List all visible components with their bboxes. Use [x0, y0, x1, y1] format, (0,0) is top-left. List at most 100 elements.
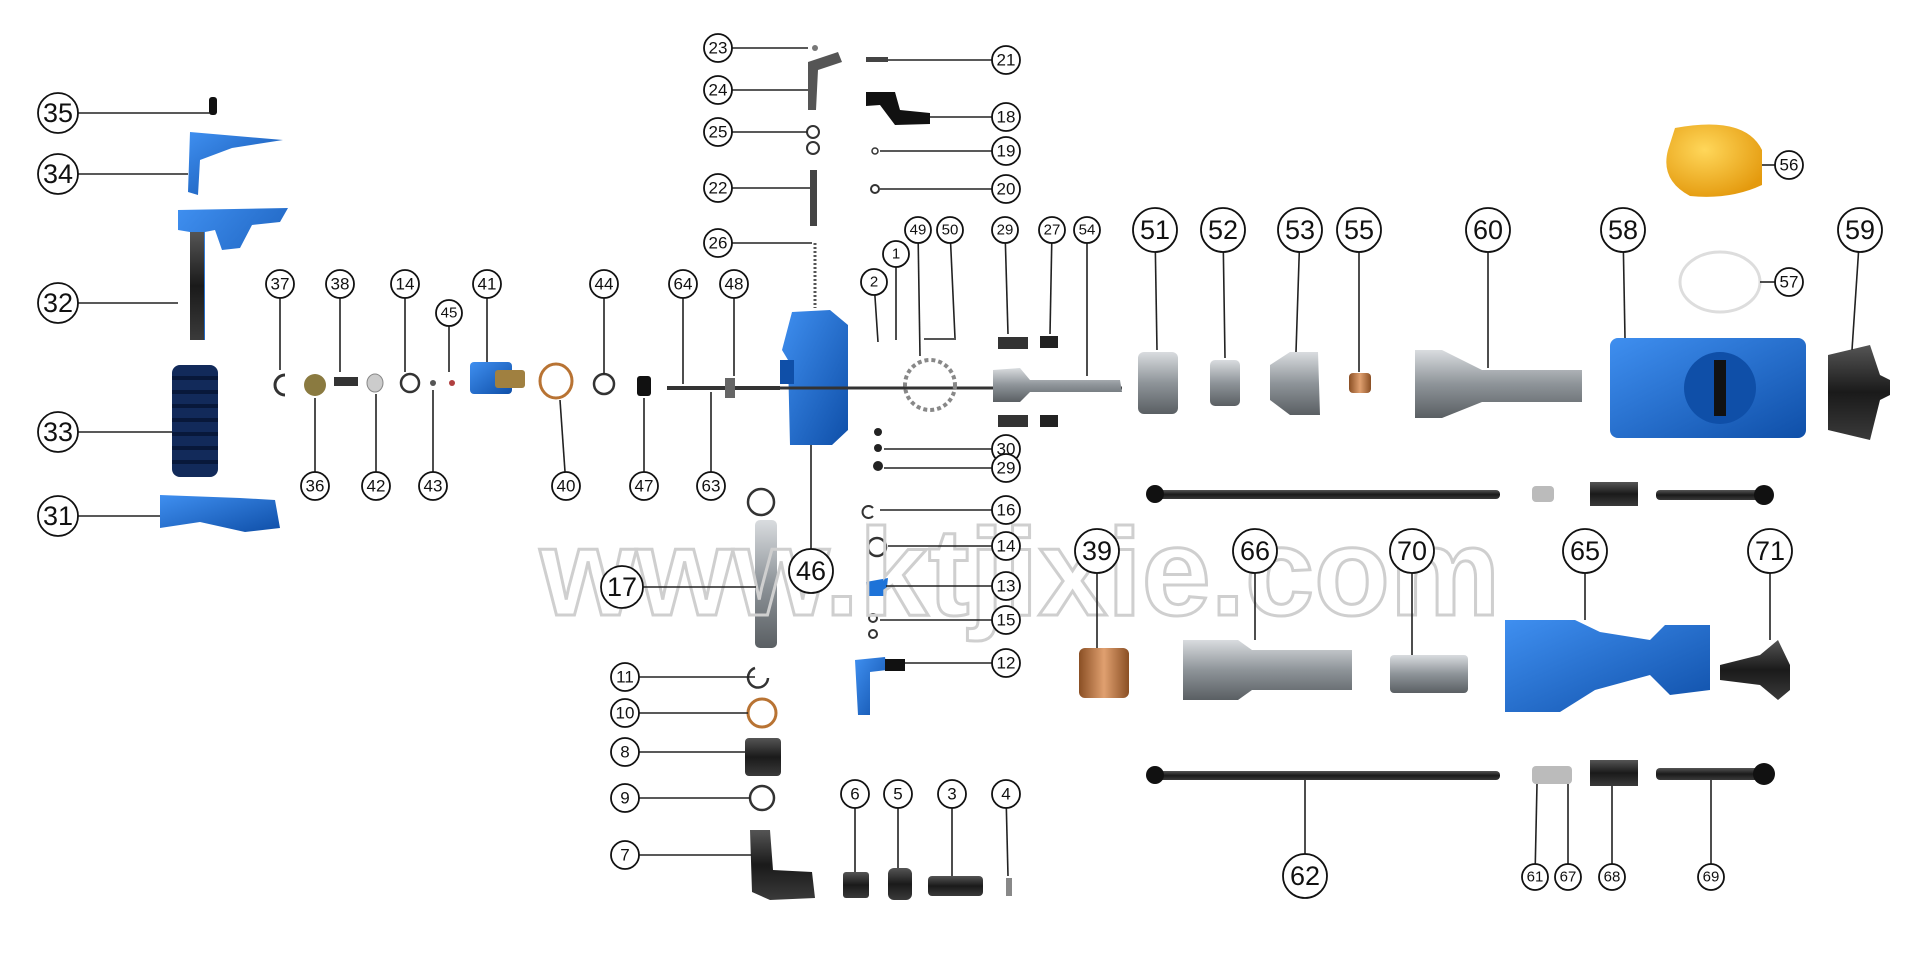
callout-number: 53 [1285, 215, 1315, 245]
callout-number: 60 [1473, 215, 1503, 245]
callout-3: 3 [937, 779, 967, 876]
callout-circle [991, 45, 1021, 75]
callout-14a: 14 [390, 269, 420, 372]
callout-number: 19 [997, 142, 1016, 161]
callout-44: 44 [589, 269, 619, 374]
callout-circle [390, 269, 420, 299]
part-21-pin [866, 57, 888, 62]
callout-circle [696, 471, 726, 501]
leader-line [1851, 251, 1860, 351]
callout-34: 34 [37, 153, 188, 195]
callout-circle [991, 102, 1021, 132]
callout-number: 47 [635, 477, 654, 496]
callout-6: 6 [840, 779, 870, 872]
part-47-nut [637, 376, 651, 396]
callout-15: 15 [880, 605, 1021, 635]
callout-circle [991, 136, 1021, 166]
callout-circle [1774, 267, 1804, 297]
callout-43: 43 [418, 390, 448, 501]
callout-circle [1074, 528, 1120, 574]
callout-number: 70 [1397, 536, 1427, 566]
callout-circle [840, 779, 870, 809]
part-52-bushing [1210, 360, 1240, 406]
callout-62: 62 [1282, 780, 1328, 899]
part-71-chuck-nut [1720, 640, 1790, 700]
part-49-bearing [903, 358, 957, 412]
part-33-bellows [172, 365, 218, 477]
callout-27: 27 [1038, 216, 1066, 335]
leader-line [1534, 783, 1538, 865]
leader-line [1222, 251, 1226, 359]
callout-41: 41 [472, 269, 502, 362]
callout-circle [472, 269, 502, 299]
part-25-ring-b [806, 141, 820, 155]
callout-number: 16 [997, 501, 1016, 520]
callout-12: 12 [905, 648, 1021, 678]
callout-1: 1 [882, 240, 910, 340]
callout-circle [37, 411, 79, 453]
callout-number: 68 [1604, 869, 1621, 886]
callout-number: 66 [1240, 536, 1270, 566]
callout-circle [860, 268, 888, 296]
callout-number: 14 [997, 537, 1016, 556]
callout-circle [991, 453, 1021, 483]
callout-circle [1389, 528, 1435, 574]
callout-number: 71 [1755, 536, 1785, 566]
callout-23: 23 [703, 33, 808, 63]
part-43-ball [430, 380, 436, 386]
callout-circle [1465, 207, 1511, 253]
callout-60: 60 [1465, 207, 1511, 368]
callout-circle [668, 269, 698, 299]
callout-22: 22 [703, 173, 810, 203]
callout-number: 55 [1344, 215, 1374, 245]
callout-48: 48 [719, 269, 749, 376]
callout-number: 57 [1780, 273, 1799, 292]
callout-10: 10 [610, 698, 748, 728]
callout-18: 18 [930, 102, 1021, 132]
callout-circle [589, 269, 619, 299]
callout-circle [719, 269, 749, 299]
callout-circle [991, 495, 1021, 525]
part-42-valve [366, 373, 384, 393]
callout-63: 63 [696, 392, 726, 501]
callout-circle [703, 173, 733, 203]
callout-57: 57 [1760, 267, 1804, 297]
part-34-lever [188, 132, 283, 195]
part-22-pin [810, 170, 817, 226]
part-60-piston [1415, 350, 1582, 418]
callout-circle [37, 282, 79, 324]
part-18-lever [866, 92, 930, 125]
part-25-ring-a [806, 125, 820, 139]
part-31-arm [160, 495, 280, 532]
callout-circle [937, 779, 967, 809]
part-59-backhead [1828, 345, 1890, 440]
callout-number: 49 [910, 222, 927, 239]
part-3-fitting [928, 876, 983, 896]
callout-29b: 29 [884, 453, 1021, 483]
callout-circle [610, 783, 640, 813]
callout-circle [265, 269, 295, 299]
callout-number: 4 [1001, 785, 1010, 804]
callout-number: 24 [709, 81, 728, 100]
callout-circle [1200, 207, 1246, 253]
callout-number: 46 [796, 556, 826, 586]
callout-number: 42 [367, 477, 386, 496]
callout-number: 40 [557, 477, 576, 496]
callout-number: 31 [43, 501, 73, 531]
callout-circle [37, 495, 79, 537]
callout-number: 6 [850, 785, 859, 804]
callout-number: 15 [997, 611, 1016, 630]
callout-circle [37, 153, 79, 195]
callout-36: 36 [300, 398, 330, 501]
part-70-sleeve [1390, 655, 1468, 693]
callout-4: 4 [991, 779, 1021, 877]
callout-65: 65 [1562, 528, 1608, 620]
callout-number: 32 [43, 288, 73, 318]
callout-number: 5 [893, 785, 902, 804]
part-45-ball [449, 380, 455, 386]
callout-64: 64 [668, 269, 698, 384]
callout-number: 1 [892, 246, 900, 263]
part-62-side-rod-top [1148, 490, 1500, 499]
callout-58: 58 [1600, 207, 1646, 339]
callout-number: 14 [396, 275, 415, 294]
